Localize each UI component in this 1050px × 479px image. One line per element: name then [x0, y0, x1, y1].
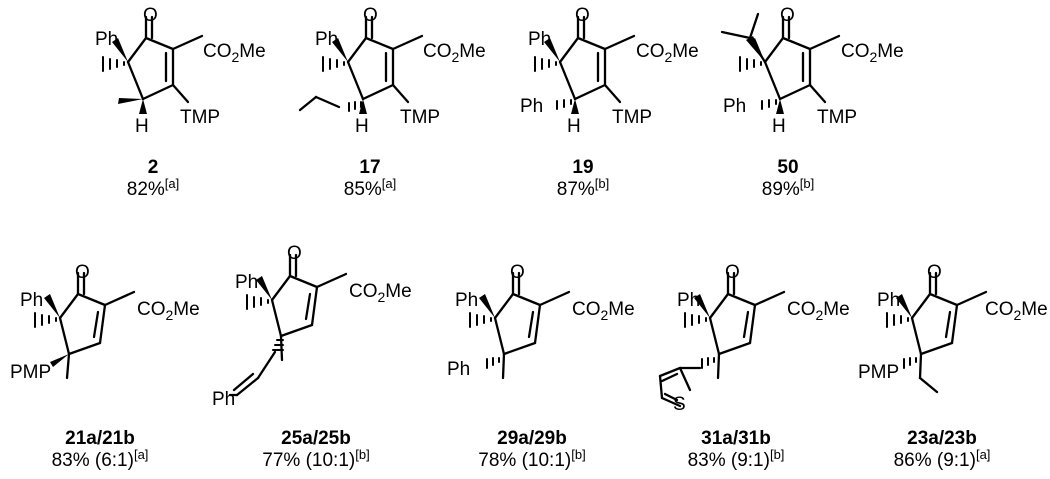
structure-19: [533, 15, 636, 116]
atom-pmp: PMP: [858, 362, 899, 383]
compound-label-29: 29a/29b 78% (10:1)[b]: [478, 428, 585, 472]
structure-2: [101, 15, 204, 116]
compound-label-23: 23a/23b 86% (9:1)[a]: [894, 428, 991, 472]
compound-id: 50: [777, 157, 799, 178]
atom-ph: Ph: [212, 389, 235, 410]
atom-o: O: [75, 262, 90, 283]
compound-id: 31a/31b: [701, 428, 771, 449]
structure-25: [228, 253, 348, 397]
compound-id: 25a/25b: [281, 428, 351, 449]
compound-label-31: 31a/31b 83% (9:1)[b]: [688, 428, 785, 472]
compound-yield: 85%[a]: [343, 176, 397, 200]
atom-h: H: [135, 116, 149, 137]
atom-o: O: [510, 262, 525, 283]
structure-31: [658, 271, 786, 408]
atom-co2me: CO2Me: [787, 299, 850, 323]
atom-ph: Ph: [455, 290, 478, 311]
atom-ph: Ph: [315, 29, 338, 50]
atom-o: O: [363, 5, 378, 26]
compound-yield: 82%[a]: [126, 176, 180, 200]
compound-yield: 83% (9:1)[b]: [687, 447, 785, 471]
atom-o: O: [287, 243, 302, 264]
compound-label-2: 2 82%[a]: [127, 157, 180, 201]
atom-h: H: [772, 116, 786, 137]
compound-label-50: 50 89%[b]: [762, 157, 815, 201]
compound-id: 19: [572, 157, 594, 178]
compound-yield: 78% (10:1)[b]: [478, 447, 586, 471]
atom-o: O: [927, 262, 942, 283]
compound-yield: 83% (6:1)[a]: [51, 447, 149, 471]
compound-id: 17: [359, 157, 381, 178]
atom-h: H: [355, 116, 369, 137]
atom-ph: Ph: [723, 96, 746, 117]
compound-yield: 87%[b]: [556, 176, 610, 200]
compound-yield: 89%[b]: [761, 176, 815, 200]
compound-label-19: 19 87%[b]: [557, 157, 610, 201]
structure-17: [298, 15, 424, 116]
compound-id: 2: [147, 157, 159, 178]
structure-50: [738, 15, 841, 116]
compound-yield: 77% (10:1)[b]: [262, 447, 370, 471]
atom-ph: Ph: [235, 272, 258, 293]
compound-id: 23a/23b: [907, 428, 977, 449]
isopropyl-group: [720, 12, 767, 64]
atom-o: O: [575, 5, 590, 26]
atom-ph: Ph: [20, 290, 43, 311]
atom-o: O: [143, 5, 158, 26]
atom-ph: Ph: [95, 29, 118, 50]
atom-pmp: PMP: [10, 362, 51, 383]
atom-co2me: CO2Me: [137, 299, 200, 323]
atom-tmp: TMP: [612, 107, 652, 128]
atom-ph: Ph: [877, 290, 900, 311]
compound-id: 21a/21b: [65, 428, 135, 449]
atom-h: H: [567, 116, 581, 137]
atom-o: O: [725, 262, 740, 283]
atom-tmp: TMP: [817, 107, 857, 128]
atom-tmp: TMP: [180, 107, 220, 128]
atom-co2me: CO2Me: [636, 41, 699, 65]
compound-label-17: 17 85%[a]: [344, 157, 397, 201]
atom-co2me: CO2Me: [841, 41, 904, 65]
atom-co2me: CO2Me: [349, 281, 412, 305]
atom-ph: Ph: [447, 359, 470, 380]
structure-29: [468, 271, 571, 380]
atom-co2me: CO2Me: [423, 41, 486, 65]
atom-tmp: TMP: [400, 107, 440, 128]
atom-s: S: [673, 394, 686, 415]
atom-ph: Ph: [528, 29, 551, 50]
atom-co2me: CO2Me: [572, 299, 635, 323]
compound-yield: 86% (9:1)[a]: [893, 447, 991, 471]
atom-ph: Ph: [520, 96, 543, 117]
atom-co2me: CO2Me: [985, 299, 1048, 323]
structure-21: [33, 271, 136, 380]
atom-ph: Ph: [677, 290, 700, 311]
atom-o: O: [780, 5, 795, 26]
structure-23: [885, 271, 988, 394]
compound-label-21: 21a/21b 83% (6:1)[a]: [52, 428, 149, 472]
compound-label-25: 25a/25b 77% (10:1)[b]: [262, 428, 369, 472]
compound-id: 29a/29b: [497, 428, 567, 449]
atom-co2me: CO2Me: [203, 41, 266, 65]
